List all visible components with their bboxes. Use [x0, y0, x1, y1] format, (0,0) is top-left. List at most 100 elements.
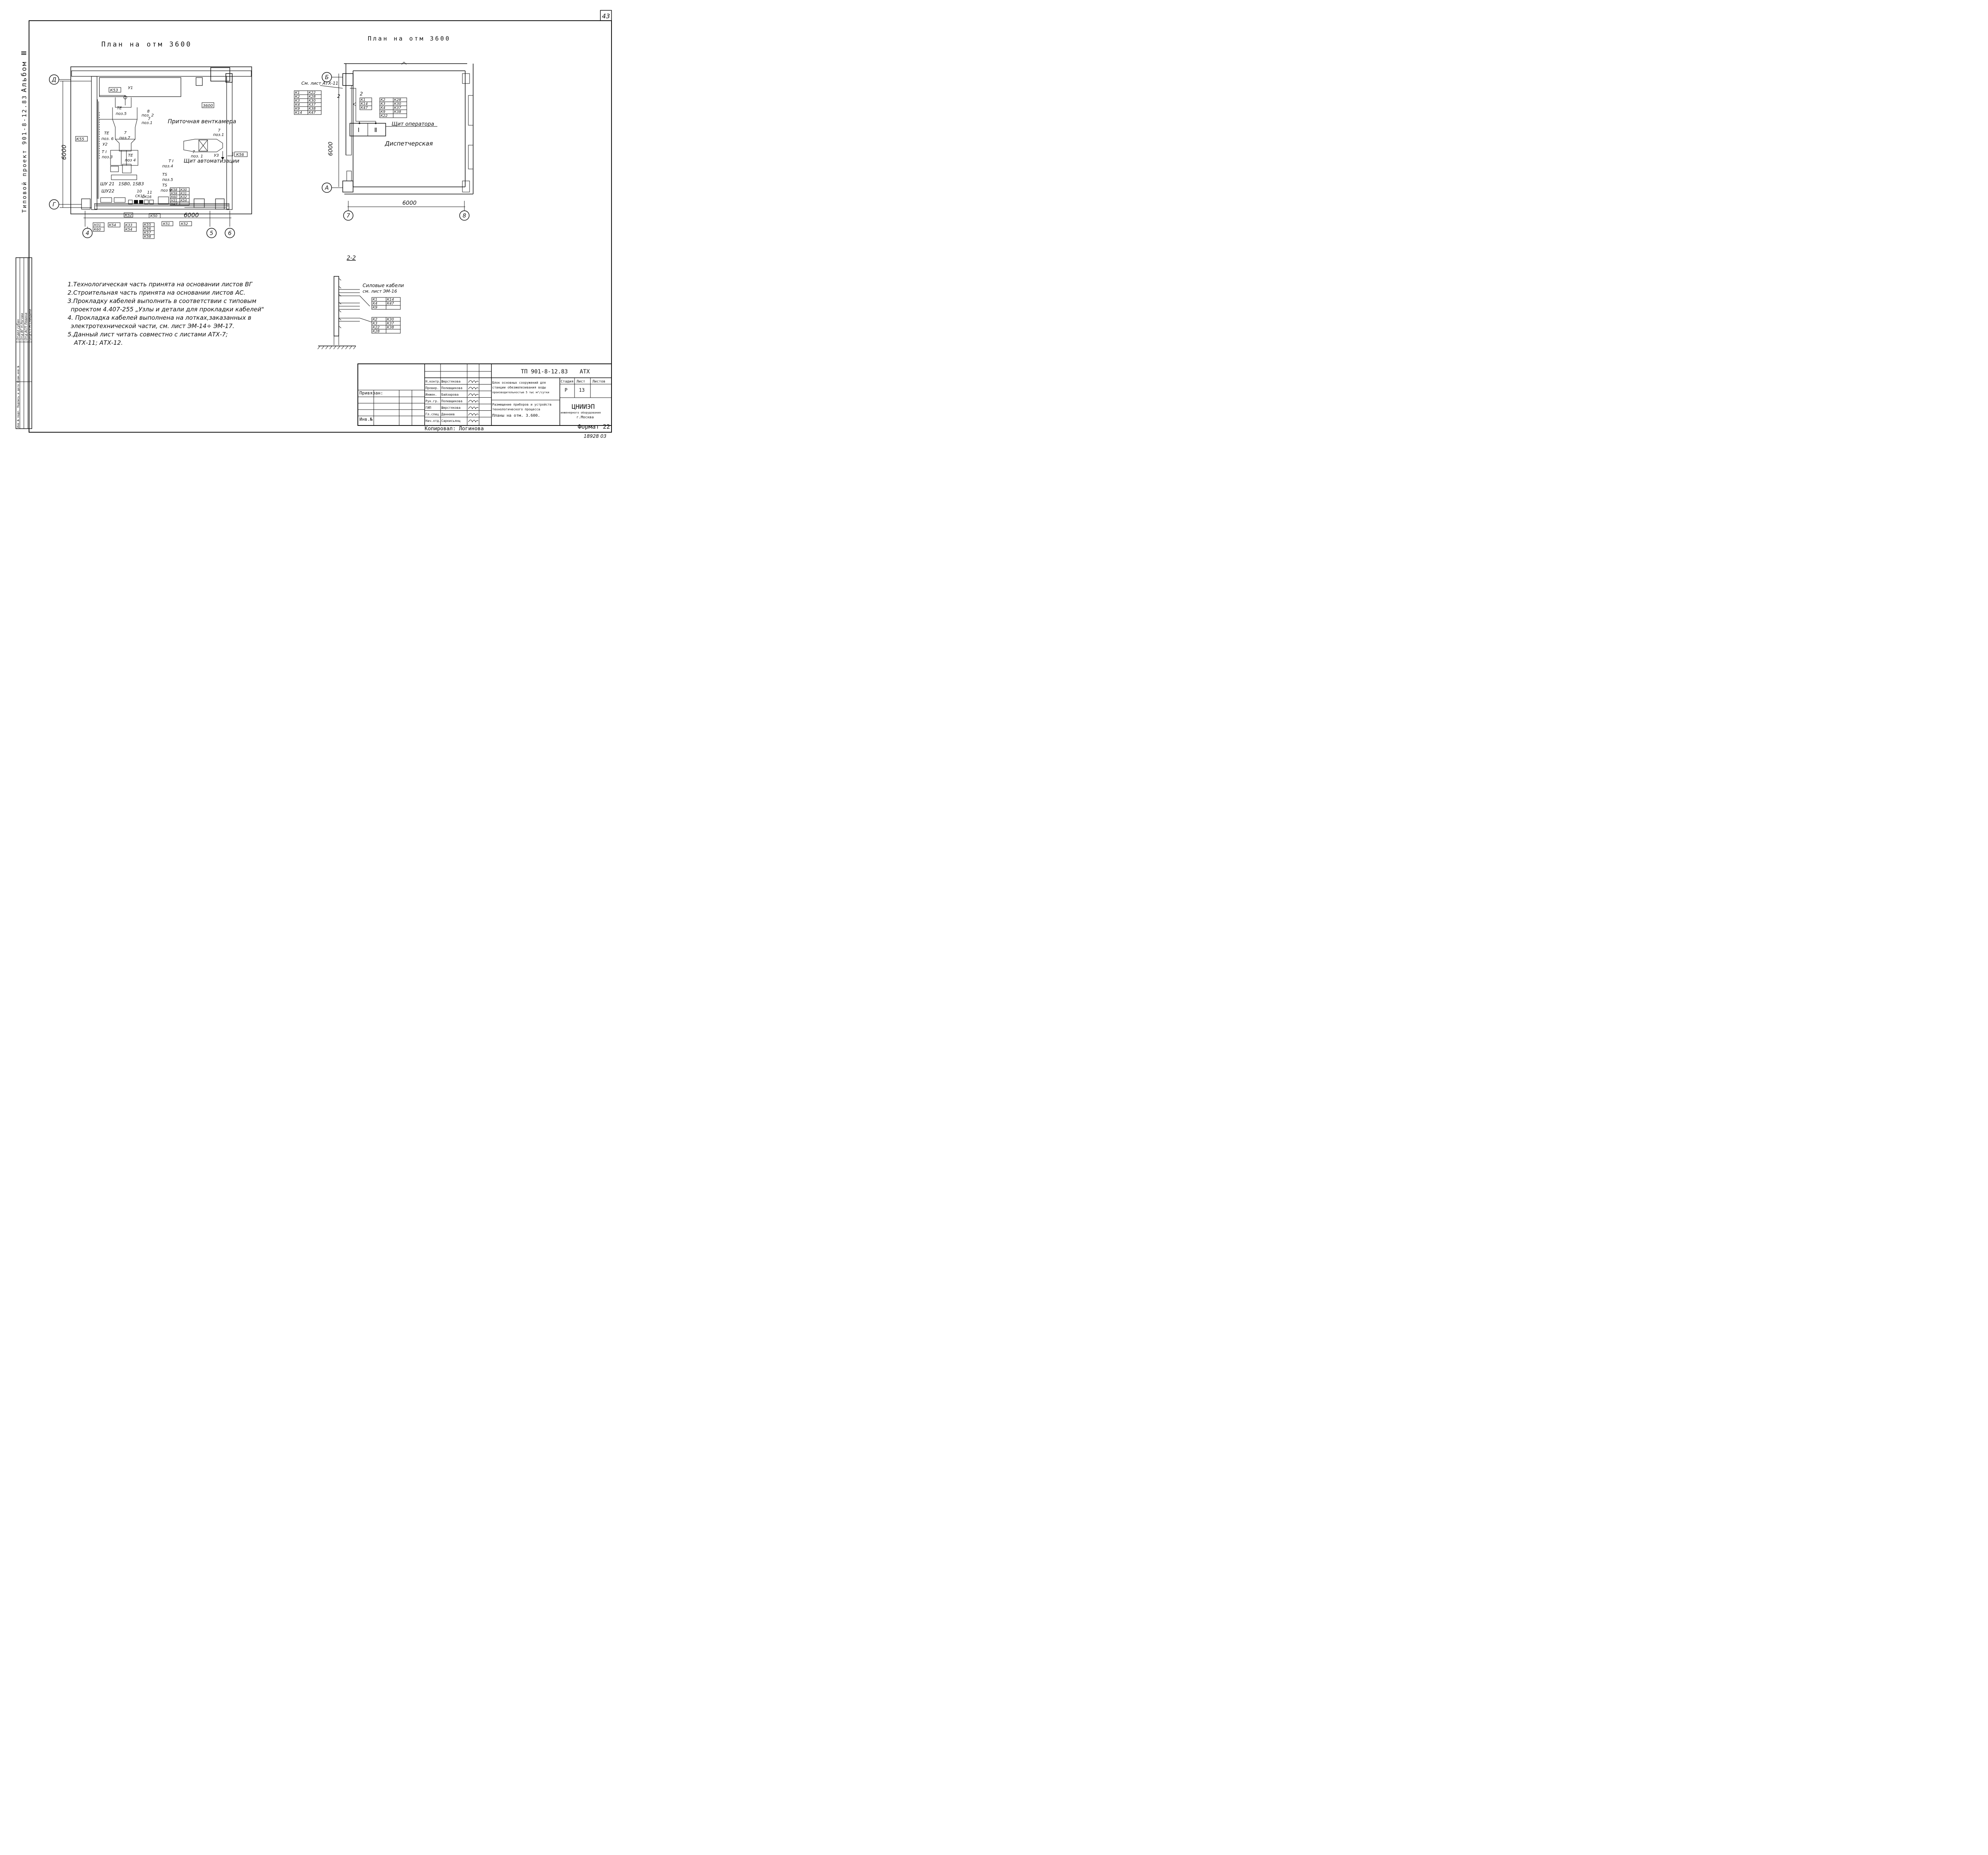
signature-mark — [468, 387, 479, 390]
left-plan-ducts — [99, 95, 233, 180]
cable-table-mid-cell: К1 — [361, 98, 365, 102]
cable-table-atx11-cell: К47 — [309, 111, 316, 115]
axis-bubble-g — [49, 199, 59, 210]
cable-bottom-3-cell: К33 — [125, 223, 132, 227]
lbl-ts-1: TS — [162, 173, 167, 177]
operator-panel: Ⅰ Ⅱ Щит оператора Диспетчерская См. лист… — [301, 81, 437, 147]
lbl-poz3: поз.3 — [102, 155, 113, 159]
role-person: Шерстякова — [441, 406, 460, 410]
sheet-no-value: 13 — [579, 387, 584, 393]
lbl-poz1c: поз. 1 — [191, 154, 203, 159]
left-dim-horizontal: 6000 — [184, 212, 199, 219]
cable-table-atx11-cell: К9 — [295, 107, 300, 111]
label-2-b: 2 — [360, 91, 363, 97]
lbl-u3: У3 — [214, 153, 219, 158]
strip-caption: Инв.№ подл. Подпись и дата Взам.инв.№ — [17, 365, 20, 428]
right-plan-title: План на отм 3600 — [368, 35, 451, 42]
axis-bubble-d — [49, 74, 59, 85]
cable-table-mid-cell: К14 — [361, 102, 368, 106]
role-person: Шерстякова — [441, 380, 460, 383]
lbl-n7a: 7 — [148, 117, 151, 121]
section-table-top-cell: К47 — [387, 302, 394, 306]
left-plan-title: План на отм 3600 — [101, 41, 192, 49]
object-name-2: станции обезжелезивания воды — [492, 385, 546, 389]
axis-bubble-8 — [459, 210, 470, 221]
notes-block: 1.Технологическая часть принята на основ… — [68, 281, 264, 346]
cable-table-right-cell: К38 — [394, 110, 401, 114]
left-plan-walls — [70, 66, 252, 214]
stage-value: Р — [565, 387, 567, 393]
role-person: Полевщикова — [441, 387, 462, 390]
lbl-n11: 11 — [147, 190, 152, 195]
cable-table-atx11-cell: К22 — [309, 91, 316, 95]
cable-table-right-cell: Н31 — [171, 199, 177, 202]
lbl-te-1: TE — [117, 106, 122, 111]
axis-label-d: Д — [52, 77, 56, 83]
lbl-n10: 10 — [137, 189, 142, 194]
signature-mark — [468, 406, 479, 410]
object-name-1: Блок основных сооружений для — [492, 381, 546, 385]
note-line: 1.Технологическая часть принята на основ… — [68, 281, 253, 288]
cable-bottom-4-cell: К55 — [144, 223, 151, 227]
left-plan-panels — [95, 196, 229, 206]
cable-bottom-2: К54 — [108, 222, 120, 227]
doc-suffix: АТХ — [580, 369, 590, 375]
axis-label-b: Б — [325, 74, 329, 81]
cable-table-right-cell: К37 — [394, 106, 401, 110]
format-label: Формат 22 — [578, 423, 610, 430]
cable-table-atx11-cell: К30 — [309, 99, 316, 103]
lbl-te-2: TE — [104, 131, 109, 136]
title-block: Привязан: Инв.№ ТП 901-8-12.83 АТХ Стади… — [357, 363, 612, 426]
role-person: Даннаев — [441, 413, 455, 416]
lbl-n7b: 7 — [124, 131, 127, 135]
room-name-vent: Приточная венткамера — [168, 118, 236, 125]
project-label: Типовой проект 901-8-12.83 — [21, 95, 28, 213]
panel-section-2: Ⅱ — [374, 126, 377, 134]
axis-label-8: 8 — [463, 213, 466, 219]
album-label: Альбом Ⅲ — [20, 50, 28, 92]
section-table-bottom-cell: К2 — [373, 318, 377, 322]
cable-table-right-cell: К2 — [381, 98, 385, 102]
role-title: Рук.гр. — [425, 400, 439, 403]
role-title: Провер. — [425, 387, 439, 390]
stamp-number: 18928 03 — [584, 433, 606, 439]
lbl-poz1b: поз.1 — [213, 133, 224, 137]
section-table-top-cell: К1 — [373, 298, 377, 302]
sheet-name-1: Размещение приборов и устройств — [492, 402, 551, 406]
axis-label-a: А — [324, 185, 329, 191]
lbl-k52b: К52 — [181, 222, 188, 226]
approval-strip: Отдел субан Отд ВГ Н.Рогова Отд АСП Леви… — [16, 257, 32, 429]
lbl-shu22: ШУ22 — [101, 188, 114, 194]
lbl-poz5: поз.5 — [116, 112, 127, 116]
lbl-ck16: СК16 — [142, 195, 151, 199]
section-table-top-cell: К9 — [373, 306, 377, 310]
room-name-dispatch: Диспетчерская — [384, 140, 433, 147]
signature-mark — [468, 393, 479, 396]
right-plan: План на отм 3600 Ⅰ Ⅱ — [294, 35, 474, 221]
cable-table-atx11-cell: К37 — [309, 103, 316, 107]
role-title: Гл.спец — [425, 413, 439, 416]
note-line: проектом 4.407-255 „Узлы и детали для пр… — [71, 306, 264, 313]
signature-mark — [468, 400, 479, 403]
org-name: ЦНИИЭП — [572, 403, 595, 410]
axis-label-5: 5 — [210, 230, 214, 237]
section-label: Силовые кабели — [363, 283, 404, 288]
cable-table-right-cell: К58 — [171, 188, 177, 192]
section-title: 2-2 — [347, 255, 356, 261]
lbl-n7c: 7 — [218, 128, 221, 133]
left-plan-labels: 3600 Приточная венткамера Щит автоматиза… — [75, 86, 248, 226]
cable-table-right-cell: К22 — [381, 114, 388, 118]
note-line: АТХ-11; АТХ-12. — [74, 339, 123, 346]
section-table-bottom-cell: К28 — [373, 330, 380, 334]
left-plan-axes: Д Г 4 5 6 — [49, 74, 235, 238]
role-person: Байзарова — [441, 393, 459, 396]
right-plan-walls — [342, 62, 474, 194]
lbl-u1: У1 — [128, 86, 133, 90]
cable-bottom-3-cell: К54 — [125, 228, 132, 232]
bound-label: Привязан: — [359, 390, 383, 396]
